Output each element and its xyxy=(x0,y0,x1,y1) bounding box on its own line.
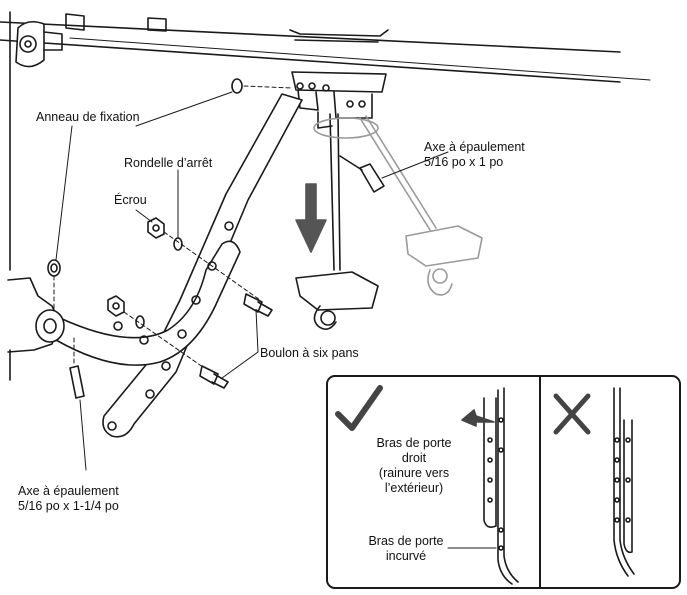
x-mark-icon xyxy=(553,393,591,435)
door-arm xyxy=(55,93,303,438)
door-bracket xyxy=(7,277,65,381)
opener-rail xyxy=(0,11,651,271)
label-lock-washer: Rondelle d’arrêt xyxy=(124,156,213,170)
trolley xyxy=(291,71,387,129)
inset-arms-wrong xyxy=(613,387,635,577)
label-straight-arm: Bras de porte droit (rainure vers l’exté… xyxy=(364,436,464,496)
check-mark-icon xyxy=(335,385,383,431)
label-shoulder-bolt-bottom-line2: 5/16 po x 1-1/4 po xyxy=(18,499,119,513)
leader-lines xyxy=(55,91,449,471)
down-arrow-icon xyxy=(295,183,327,253)
label-straight-arm-line4: l’extérieur) xyxy=(384,481,444,495)
label-curved-arm-line1: Bras de porte xyxy=(368,534,444,548)
label-straight-arm-line1: Bras de porte xyxy=(376,436,452,450)
label-shoulder-bolt-top: Axe à épaulement 5/16 po x 1 po xyxy=(424,140,525,170)
label-fixation-ring: Anneau de fixation xyxy=(36,110,140,124)
release-handle xyxy=(295,113,379,330)
label-hex-bolt: Boulon à six pans xyxy=(260,346,359,360)
inset-arms-correct xyxy=(483,387,519,585)
label-straight-arm-line2: droit xyxy=(401,451,427,465)
hardware xyxy=(47,78,385,399)
label-nut: Écrou xyxy=(114,193,147,207)
label-curved-arm-line2: incurvé xyxy=(385,549,427,563)
inset-arrow-icon xyxy=(461,409,495,427)
label-shoulder-bolt-bottom-line1: Axe à épaulement xyxy=(18,484,119,498)
label-curved-arm: Bras de porte incurvé xyxy=(356,534,456,564)
label-straight-arm-line3: (rainure vers xyxy=(378,466,450,480)
release-handle-ghost xyxy=(313,115,483,296)
label-shoulder-bolt-top-line2: 5/16 po x 1 po xyxy=(424,155,504,169)
label-shoulder-bolt-top-line1: Axe à épaulement xyxy=(424,140,525,154)
label-shoulder-bolt-bottom: Axe à épaulement 5/16 po x 1-1/4 po xyxy=(18,484,119,514)
